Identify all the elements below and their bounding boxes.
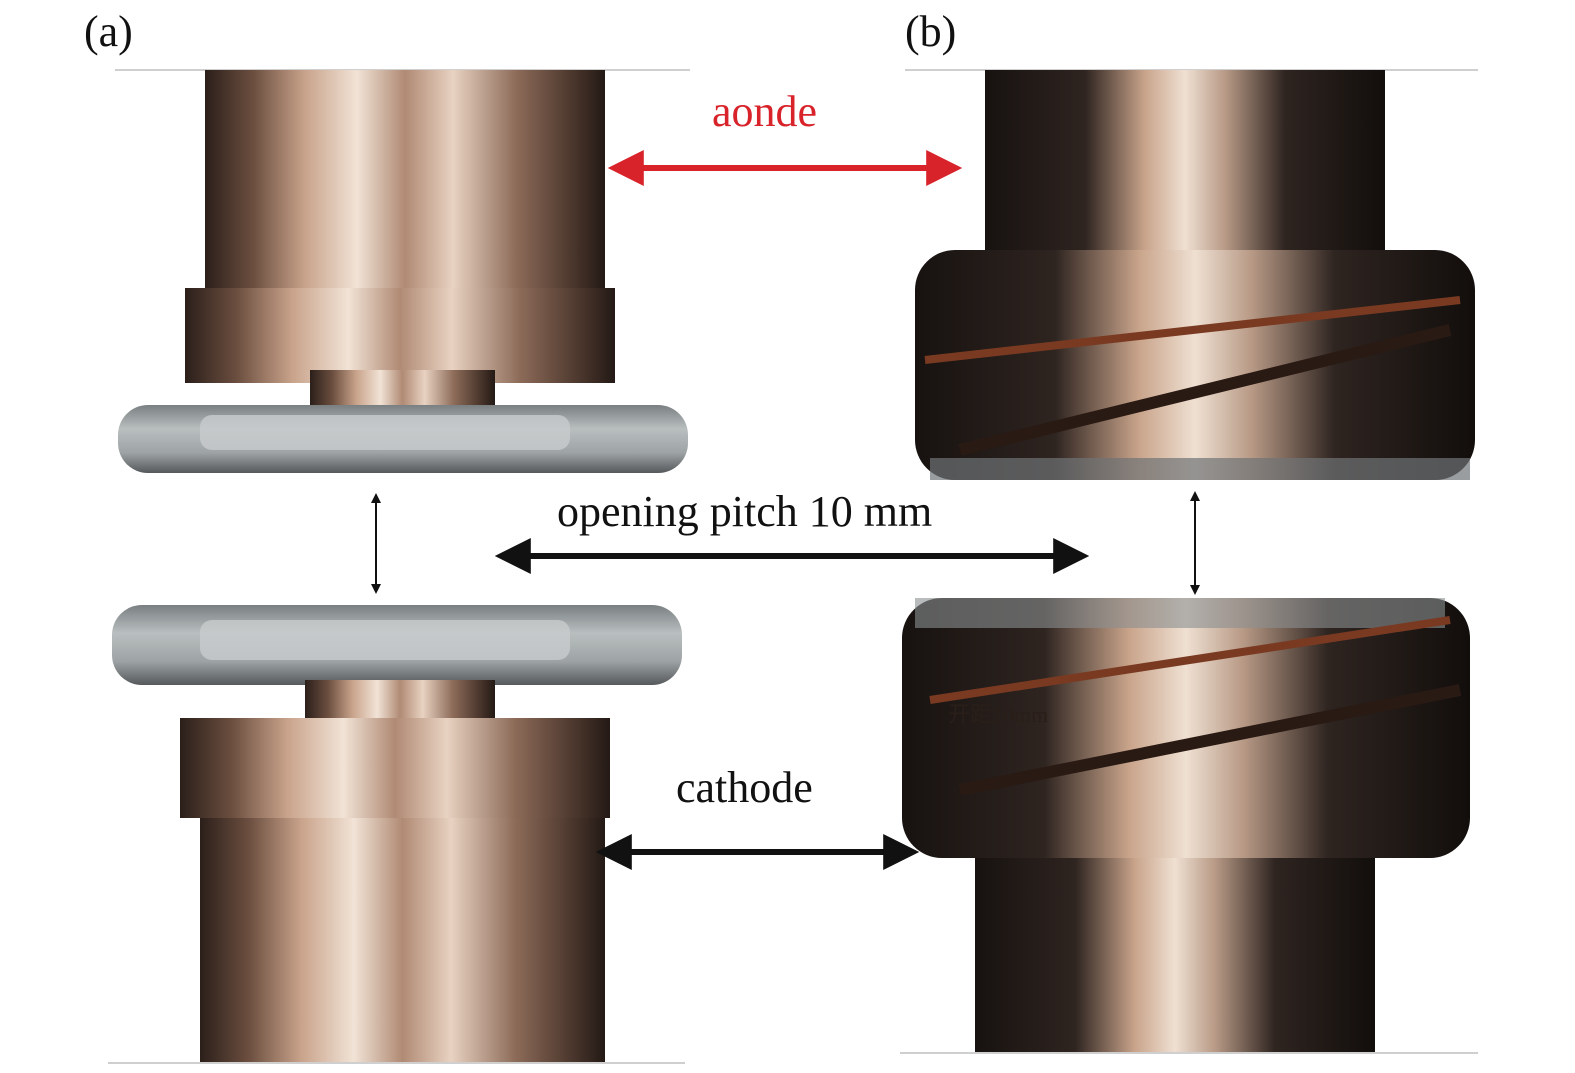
panel-a-anode bbox=[115, 69, 690, 473]
anode-label: aonde bbox=[712, 87, 818, 136]
gap-label: opening pitch 10 mm bbox=[557, 487, 933, 536]
panel-b-cathode bbox=[900, 598, 1478, 1054]
panel-a-cathode bbox=[108, 605, 685, 1064]
embedded-overlay-text: 开距10mm bbox=[948, 702, 1049, 727]
panel-b-anode bbox=[905, 69, 1478, 480]
panel-a-label: (a) bbox=[84, 7, 133, 56]
panel-b-label: (b) bbox=[905, 7, 957, 56]
cathode-label: cathode bbox=[676, 763, 813, 812]
